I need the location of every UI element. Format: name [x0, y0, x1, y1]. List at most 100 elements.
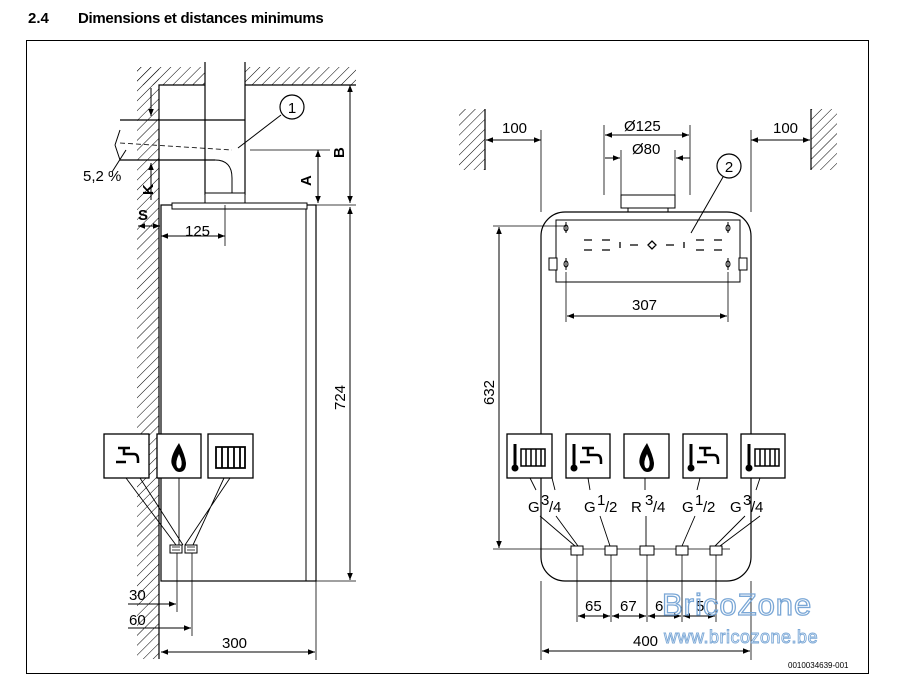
section-title: Dimensions et distances minimums — [78, 10, 324, 27]
conn-5-prefix: G — [730, 499, 742, 516]
label-b: B — [331, 147, 348, 158]
dim-30: 30 — [129, 587, 146, 604]
conn-5-num: 3 — [743, 492, 751, 509]
thermometer-radiator-icon — [740, 433, 786, 479]
left-wall-hatch — [459, 109, 485, 170]
callout-1: 1 — [288, 100, 296, 117]
conn-4-prefix: G — [682, 499, 694, 516]
callout-2: 2 — [725, 159, 733, 176]
dim-300: 300 — [222, 635, 247, 652]
ceiling-opening — [205, 62, 245, 87]
conn-3-num: 3 — [645, 492, 653, 509]
radiator-icon — [207, 433, 254, 479]
pitch-67: 67 — [620, 598, 637, 615]
bracket-hole-bl — [563, 258, 569, 270]
connection-label-2: G 1 / 2 — [584, 492, 617, 516]
diam-125: Ø125 — [624, 118, 661, 135]
front-stub-1 — [570, 545, 584, 556]
pitch-ext — [576, 555, 717, 622]
gas-flame-icon — [623, 433, 670, 479]
connection-label-3: R 3 / 4 — [631, 492, 665, 516]
dim-400: 400 — [633, 633, 658, 650]
dim-632: 632 — [481, 380, 498, 405]
label-a: A — [298, 175, 315, 186]
boiler-side — [160, 204, 317, 582]
pitch-6b: 5 — [696, 598, 704, 615]
thermometer-tap-icon — [565, 433, 611, 479]
connection-label-5: G 3 / 4 — [730, 492, 763, 516]
flue-vertical — [204, 62, 246, 195]
conn-2-slash: / — [605, 499, 610, 516]
conn-1-prefix: G — [528, 499, 540, 516]
conn-4-den: 2 — [707, 499, 715, 516]
connection-leaders-right — [529, 477, 761, 547]
thermometer-radiator-icon — [506, 433, 553, 479]
boiler-top — [171, 202, 308, 210]
dim-724: 724 — [332, 385, 349, 410]
slope-leader — [111, 149, 127, 173]
callout-1-leader — [237, 114, 282, 149]
bracket-tab-l — [548, 257, 558, 271]
conn-4-num: 1 — [695, 492, 703, 509]
pitch-65: 65 — [585, 598, 602, 615]
callout-2-leader — [690, 176, 724, 234]
watermark-url: www.bricozone.be — [663, 627, 818, 647]
conn-3-den: 4 — [657, 499, 665, 516]
thermometer-tap-icon — [682, 433, 728, 479]
dim-60: 60 — [129, 612, 146, 629]
label-k: K — [140, 184, 157, 195]
pitch-6a: 6 — [655, 598, 663, 615]
figure-frame — [26, 40, 869, 674]
water-tap-icon — [103, 433, 150, 479]
diam-80: Ø80 — [632, 141, 660, 158]
side-view: 1 5,2 % K S 125 A B 724 — [83, 62, 356, 660]
conn-1-slash: / — [549, 499, 554, 516]
bracket-hole-br — [725, 258, 731, 270]
conn-5-den: 4 — [755, 499, 763, 516]
connection-leaders-left — [125, 477, 231, 546]
bracket-hole-tr — [725, 222, 731, 233]
flue-bend — [214, 159, 233, 195]
conn-1-den: 4 — [553, 499, 561, 516]
conn-4-slash: / — [703, 499, 708, 516]
conn-stub-thread — [172, 546, 195, 551]
front-stub-4 — [675, 545, 689, 556]
conn-2-num: 1 — [597, 492, 605, 509]
flue-adapter-front — [620, 194, 676, 209]
flue-axis — [119, 142, 233, 151]
right-wall-hatch — [811, 109, 837, 170]
bracket-slots — [584, 239, 722, 251]
dim-307: 307 — [632, 297, 657, 314]
conn-5-slash: / — [751, 499, 756, 516]
mounting-bracket — [555, 219, 741, 283]
flue-terminal — [114, 129, 121, 161]
section-header: 2.4 Dimensions et distances minimums — [0, 0, 899, 34]
wall-hatch — [137, 67, 159, 659]
front-view: 100 100 Ø125 Ø80 2 — [459, 109, 837, 660]
front-stub-5 — [709, 545, 723, 556]
figure-id: 0010034639-001 — [788, 661, 849, 670]
front-stub-2 — [604, 545, 618, 556]
bracket-tab-r — [738, 257, 748, 271]
callout-2-circle — [716, 153, 742, 179]
dim-125: 125 — [185, 223, 210, 240]
clear-right: 100 — [773, 120, 798, 137]
label-s: S — [138, 207, 148, 224]
clear-left: 100 — [502, 120, 527, 137]
conn-2-prefix: G — [584, 499, 596, 516]
callout-1-circle — [279, 94, 305, 120]
flue-horizontal — [120, 119, 245, 161]
connection-label-4: G 1 / 2 — [682, 492, 715, 516]
conn-3-prefix: R — [631, 499, 642, 516]
front-stub-3 — [639, 545, 655, 556]
gas-flame-icon — [156, 433, 202, 479]
conn-1-num: 3 — [541, 492, 549, 509]
boiler-front — [540, 211, 752, 582]
connection-label-1: G 3 / 4 — [528, 492, 561, 516]
slope-label: 5,2 % — [83, 168, 121, 185]
ceiling-hatch — [137, 67, 356, 85]
conn-3-slash: / — [653, 499, 658, 516]
watermark-brand: BricoZone — [662, 587, 812, 622]
conn-stub-2 — [184, 544, 198, 554]
